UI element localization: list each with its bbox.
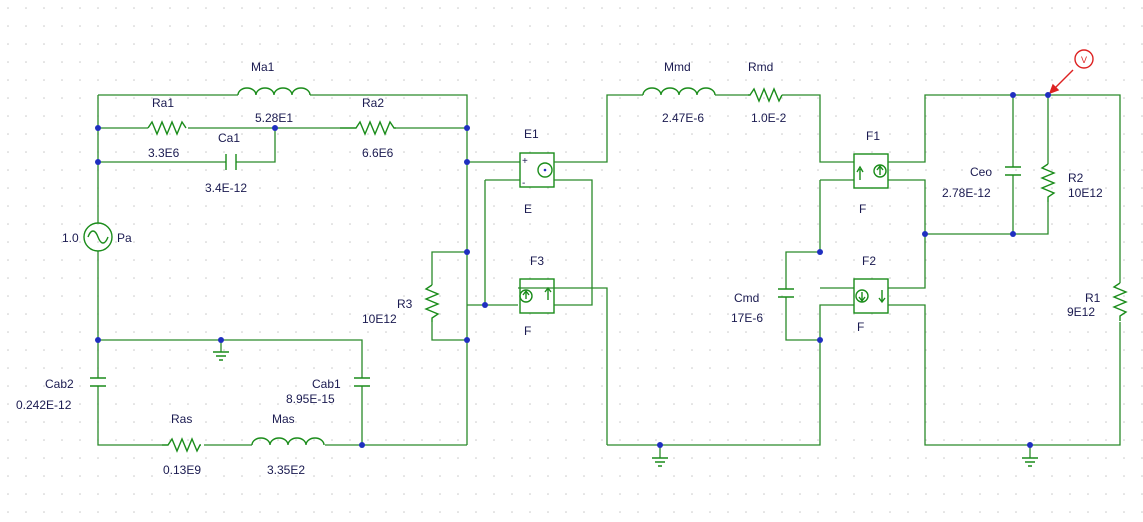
labels: Ma1 5.28E1 Ra1 3.3E6 Ra2 6.6E6 Ca1 3.4E-…	[16, 60, 1103, 477]
label-r2-value: 10E12	[1068, 186, 1103, 200]
inductor-mmd	[642, 87, 716, 96]
voltage-probe-icon[interactable]: V	[1048, 49, 1094, 95]
junction-dot	[1010, 92, 1016, 98]
label-ra1-value: 3.3E6	[148, 146, 180, 160]
junction-dot	[95, 125, 101, 131]
junction-dot	[1010, 231, 1016, 237]
junction-dot	[1045, 92, 1051, 98]
label-r3-value: 10E12	[362, 312, 397, 326]
probe-label: V	[1081, 55, 1087, 65]
resistor-ra1	[147, 120, 187, 136]
junction-dot	[482, 302, 488, 308]
junction-dot	[359, 442, 365, 448]
label-ra2-name: Ra2	[362, 96, 384, 110]
label-ma1-value: 5.28E1	[255, 111, 293, 125]
ground-symbol-3	[1022, 457, 1038, 467]
label-mas-value: 3.35E2	[267, 463, 305, 477]
inductor-ma1	[237, 87, 311, 96]
junction-dot	[817, 249, 823, 255]
junction-dot	[464, 337, 470, 343]
capacitor-ceo	[1005, 166, 1021, 176]
label-rmd-name: Rmd	[748, 60, 773, 74]
label-f1-type: F	[859, 202, 866, 216]
voltage-source-pa	[83, 222, 113, 252]
controlled-source-f1	[853, 153, 889, 189]
controlled-source-f2	[853, 278, 889, 314]
ground-symbol-2	[652, 457, 668, 467]
label-r1-name: R1	[1085, 291, 1101, 305]
wires-output	[888, 94, 1121, 458]
label-f1-name: F1	[866, 129, 880, 143]
ground-symbol-1	[213, 351, 229, 361]
label-f3-name: F3	[530, 254, 544, 268]
label-f2-type: F	[857, 320, 864, 334]
label-ceo-name: Ceo	[970, 165, 992, 179]
junction-dot	[218, 337, 224, 343]
label-mmd-value: 2.47E-6	[662, 111, 704, 125]
label-f2-name: F2	[862, 254, 876, 268]
label-ma1-name: Ma1	[251, 60, 275, 74]
label-cab1-name: Cab1	[312, 377, 341, 391]
capacitor-ca1	[225, 154, 237, 170]
label-e1-type: E	[524, 202, 532, 216]
label-ras-value: 0.13E9	[163, 463, 201, 477]
junction-dot	[464, 159, 470, 165]
label-cmd-value: 17E-6	[731, 311, 763, 325]
junction-dot	[95, 337, 101, 343]
inductor-mas	[251, 437, 325, 446]
label-cab1-value: 8.95E-15	[286, 392, 335, 406]
resistor-rmd	[748, 87, 783, 103]
label-cab2-value: 0.242E-12	[16, 398, 72, 412]
label-r3-name: R3	[397, 297, 413, 311]
wires-section-1	[97, 94, 520, 446]
label-pa-name: Pa	[117, 231, 132, 245]
wires-coupling	[484, 94, 854, 458]
label-ceo-value: 2.78E-12	[942, 186, 991, 200]
label-ras-name: Ras	[171, 412, 192, 426]
label-r1-value: 9E12	[1067, 305, 1095, 319]
junction-dot	[95, 159, 101, 165]
junction-dot	[657, 442, 663, 448]
label-ra1-name: Ra1	[152, 96, 174, 110]
label-cab2-name: Cab2	[45, 377, 74, 391]
grid-dots	[7, 7, 1143, 513]
resistor-ra2	[340, 120, 396, 136]
resistor-ras	[162, 437, 201, 453]
label-f3-type: F	[524, 324, 531, 338]
controlled-source-e1: + -	[519, 152, 555, 189]
junction-dot	[464, 125, 470, 131]
junction-dot	[817, 337, 823, 343]
resistor-r3	[424, 284, 440, 322]
svg-text:+: +	[522, 156, 528, 167]
label-mas-name: Mas	[272, 412, 295, 426]
capacitor-cab2	[90, 377, 106, 387]
label-rmd-value: 1.0E-2	[751, 111, 787, 125]
resistor-r1	[1112, 282, 1128, 321]
label-ra2-value: 6.6E6	[362, 146, 394, 160]
junction-dot	[922, 231, 928, 237]
label-mmd-name: Mmd	[664, 60, 691, 74]
capacitor-cmd	[778, 288, 794, 298]
resistor-r2	[1040, 163, 1056, 202]
label-pa-value: 1.0	[62, 231, 79, 245]
label-ca1-name: Ca1	[218, 131, 240, 145]
controlled-source-f3	[519, 278, 555, 314]
junction-dot	[272, 125, 278, 131]
label-r2-name: R2	[1068, 171, 1084, 185]
capacitor-cab1	[354, 377, 370, 387]
svg-text:-: -	[522, 178, 525, 189]
label-cmd-name: Cmd	[734, 291, 759, 305]
label-e1-name: E1	[524, 127, 539, 141]
junction-dot	[1027, 442, 1033, 448]
junction-dot	[464, 249, 470, 255]
junction-dots	[95, 92, 1051, 448]
label-ca1-value: 3.4E-12	[205, 181, 247, 195]
